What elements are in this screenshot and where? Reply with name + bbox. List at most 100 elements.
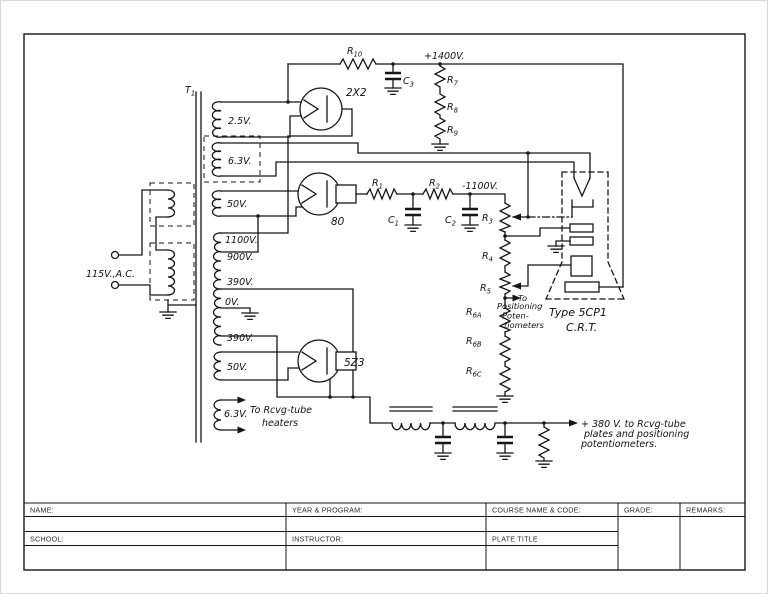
label-r10: R10	[347, 46, 362, 59]
wire-minus-1100	[452, 193, 506, 204]
filament-leads-80	[220, 190, 303, 253]
field-grade: GRADE:	[624, 506, 653, 515]
tube-2x2-label: 2X2	[346, 87, 367, 99]
primary-coil-1	[167, 189, 176, 218]
field-plate-title: PLATE TITLE	[492, 535, 538, 544]
transformer-t1: T1 2.5V. 6.3V. 50V. 1100V. 900V. 390V. 0…	[86, 85, 312, 443]
capacitor-c1	[405, 207, 421, 217]
winding-50vb-label: 50V.	[227, 362, 248, 373]
primary-shield-2	[149, 242, 195, 301]
rcvg-heaters-note-2: heaters	[262, 418, 298, 429]
resistor-r5	[498, 271, 512, 295]
winding-6-3va-label: 6.3V.	[228, 156, 252, 167]
positioning-note-3: tiometers	[504, 320, 545, 330]
filter-capacitor-1	[435, 435, 451, 445]
label-r3: R3	[482, 213, 493, 226]
transformer-core	[195, 91, 202, 443]
tube-5z3: 5Z3	[220, 288, 393, 424]
tube-2x2: 2X2	[220, 63, 367, 234]
winding-50va-coil	[211, 190, 222, 217]
crt-grid2-ground-wire	[555, 240, 571, 247]
crt-grid-2	[569, 236, 594, 246]
shield-ground-wire	[167, 299, 197, 313]
winding-390vb-label: 390V.	[227, 333, 254, 344]
label-r6b: R6B	[466, 336, 482, 349]
sheet-border	[23, 33, 746, 571]
resistor-r2	[422, 187, 454, 201]
winding-0v-label: 0V.	[225, 297, 239, 308]
bleeder-resistor	[537, 422, 551, 462]
label-minus-1100v: -1100V.	[462, 181, 498, 192]
resistor-r6b	[498, 335, 512, 363]
schematic: T1 2.5V. 6.3V. 50V. 1100V. 900V. 390V. 0…	[86, 46, 689, 469]
tube-80-label: 80	[331, 216, 345, 228]
label-c1: C1	[388, 215, 399, 228]
negative-hv-filter: R1 R2 -1100V. C1 C2	[355, 178, 506, 233]
crt-heater-lines	[220, 142, 591, 218]
tube-base-tab	[335, 351, 357, 371]
primary-shield-1	[149, 182, 195, 227]
tube-80: 80	[220, 172, 357, 253]
winding-390va-label: 390V.	[227, 277, 254, 288]
heater-line-2	[220, 161, 575, 179]
choke-1-coil	[391, 422, 431, 431]
crt-5cp1: Type 5CP1 C.R.T.	[545, 171, 625, 334]
label-r8: R8	[447, 102, 459, 115]
field-school: SCHOOL:	[30, 535, 64, 544]
resistor-r4	[498, 239, 512, 267]
bleeder-divider: R3 R4 R5 R6A R6B R6C To Positioning Pote…	[466, 202, 573, 404]
arrow-icon	[512, 294, 521, 302]
label-c3: C3	[403, 76, 414, 89]
capacitor-c2	[462, 207, 478, 217]
tube-base-tab	[335, 184, 357, 204]
winding-2-5v-coil	[211, 101, 222, 138]
resistor-chain-r7-r8-r9	[433, 63, 447, 145]
primary-coil-2	[167, 249, 176, 296]
rcvg-heaters-note-1: To Rcvg-tube	[250, 405, 312, 416]
title-block: NAME: YEAR & PROGRAM: COURSE NAME & CODE…	[24, 502, 745, 570]
label-r6a: R6A	[466, 307, 482, 320]
transformer-label: T1	[185, 85, 195, 98]
crt-grid-1	[569, 223, 594, 233]
resistor-r3	[498, 202, 512, 233]
tube-envelope	[297, 339, 341, 383]
winding-900v-label: 900V.	[227, 252, 254, 263]
crt-second-anode	[564, 281, 600, 293]
arrow-icon	[569, 419, 578, 427]
winding-50va-label: 50V.	[227, 199, 248, 210]
filament-symbol	[301, 184, 318, 204]
ac-terminal-bottom	[110, 280, 120, 290]
crt-type-label: Type 5CP1	[549, 306, 607, 319]
crt-focus-anode	[570, 255, 593, 277]
tube-5z3-label: 5Z3	[344, 357, 365, 369]
plate-wire-390b-and-output	[220, 335, 393, 424]
ac-input-label: 115V.,A.C.	[86, 269, 135, 280]
plate-wire-1100v	[220, 108, 353, 234]
tube-envelope	[297, 172, 341, 216]
winding-1100v-label: 1100V.	[225, 235, 258, 246]
crt-outline	[545, 171, 625, 300]
filament-symbol	[301, 351, 318, 371]
output-note-1: + 380 V. to Rcvg-tube	[581, 419, 686, 430]
choke-2-core	[452, 406, 498, 412]
output-note-2: plates and positioning	[583, 429, 689, 440]
choke-1-core	[389, 406, 433, 412]
resistor-r10	[339, 57, 377, 71]
field-remarks: REMARKS:	[686, 506, 725, 515]
output-filter: + 380 V. to Rcvg-tube plates and positio…	[389, 406, 689, 469]
ac-terminal-top	[110, 250, 120, 260]
label-r5: R5	[480, 283, 491, 296]
field-year-program: YEAR & PROGRAM:	[292, 506, 363, 515]
plate-wire-390a	[220, 288, 354, 353]
field-name: NAME:	[30, 506, 54, 515]
title-block-rows	[24, 502, 745, 546]
winding-6-3vb-coil	[213, 399, 222, 431]
label-r7: R7	[447, 75, 459, 88]
winding-50vb-coil	[213, 351, 222, 381]
capacitor-c3	[385, 71, 401, 81]
wiper-arrow-icon	[512, 213, 521, 221]
winding-6-3va-coil	[211, 142, 222, 177]
filament-symbol	[303, 99, 320, 119]
label-plus-1400v: +1400V.	[424, 51, 465, 62]
label-r9: R9	[447, 125, 458, 138]
